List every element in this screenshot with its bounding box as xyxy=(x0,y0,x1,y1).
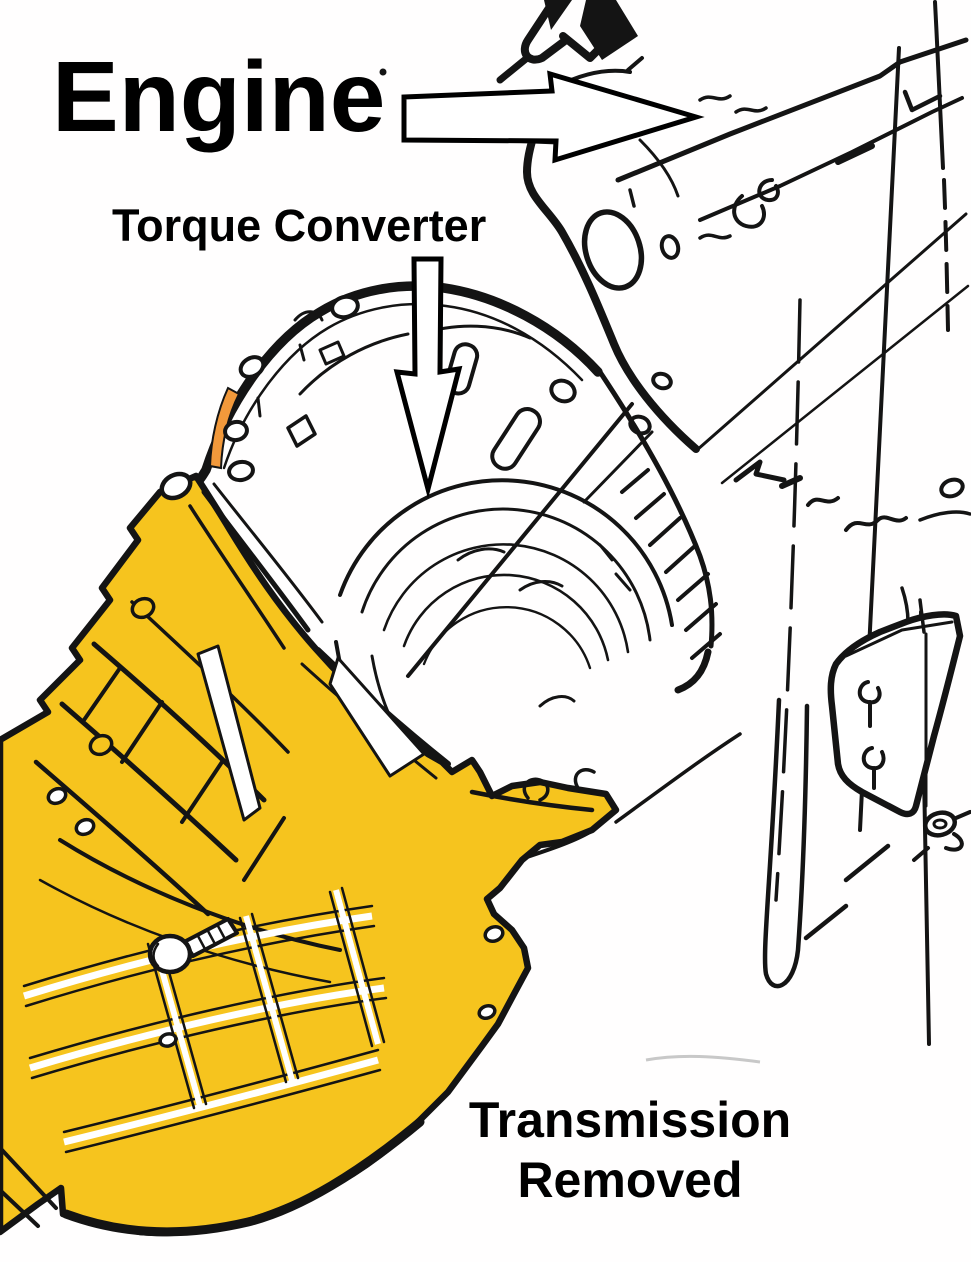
pointer-arrows xyxy=(393,70,705,499)
drain-bolt xyxy=(147,917,239,975)
bell-housing-rim xyxy=(191,281,603,486)
engine-label: Engine xyxy=(52,41,386,153)
transmission-art xyxy=(0,471,761,1237)
transmission-removed-caption: Transmission Removed xyxy=(400,1090,860,1210)
down-arrow-icon xyxy=(393,256,463,499)
oil-pan-ribs xyxy=(22,886,388,1154)
bell-housing-art xyxy=(191,281,674,852)
caption-line-1: Transmission xyxy=(468,1092,792,1148)
right-arrow-icon xyxy=(401,70,705,164)
engine-block-art xyxy=(379,0,971,1046)
engine-mount-bracket xyxy=(827,586,964,818)
caption-line-2: Removed xyxy=(517,1152,743,1208)
torque-converter-label: Torque Converter xyxy=(112,200,487,251)
shadow-smudge xyxy=(645,1054,761,1064)
